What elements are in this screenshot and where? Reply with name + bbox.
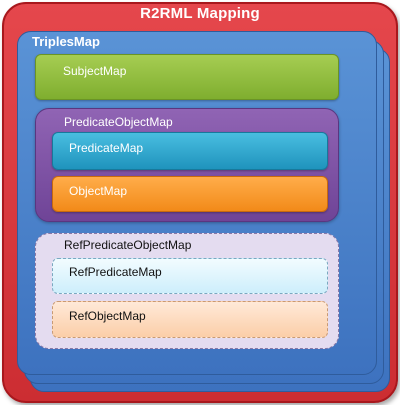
r2rml-mapping-title: R2RML Mapping	[140, 5, 260, 22]
ref-predicate-map-label: RefPredicateMap	[69, 265, 162, 279]
triples-map-title: TriplesMap	[32, 34, 100, 49]
predicate-object-map-label: PredicateObjectMap	[64, 115, 173, 129]
subject-map-box	[35, 54, 339, 100]
ref-predicate-map-box	[52, 258, 328, 294]
subject-map-label: SubjectMap	[63, 64, 127, 78]
ref-predicate-object-map-label: RefPredicateObjectMap	[64, 238, 192, 252]
predicate-map-box	[52, 132, 328, 170]
ref-object-map-box	[52, 301, 328, 338]
object-map-box	[52, 176, 328, 212]
predicate-map-label: PredicateMap	[69, 141, 144, 155]
ref-object-map-label: RefObjectMap	[69, 309, 146, 323]
object-map-label: ObjectMap	[69, 184, 128, 198]
